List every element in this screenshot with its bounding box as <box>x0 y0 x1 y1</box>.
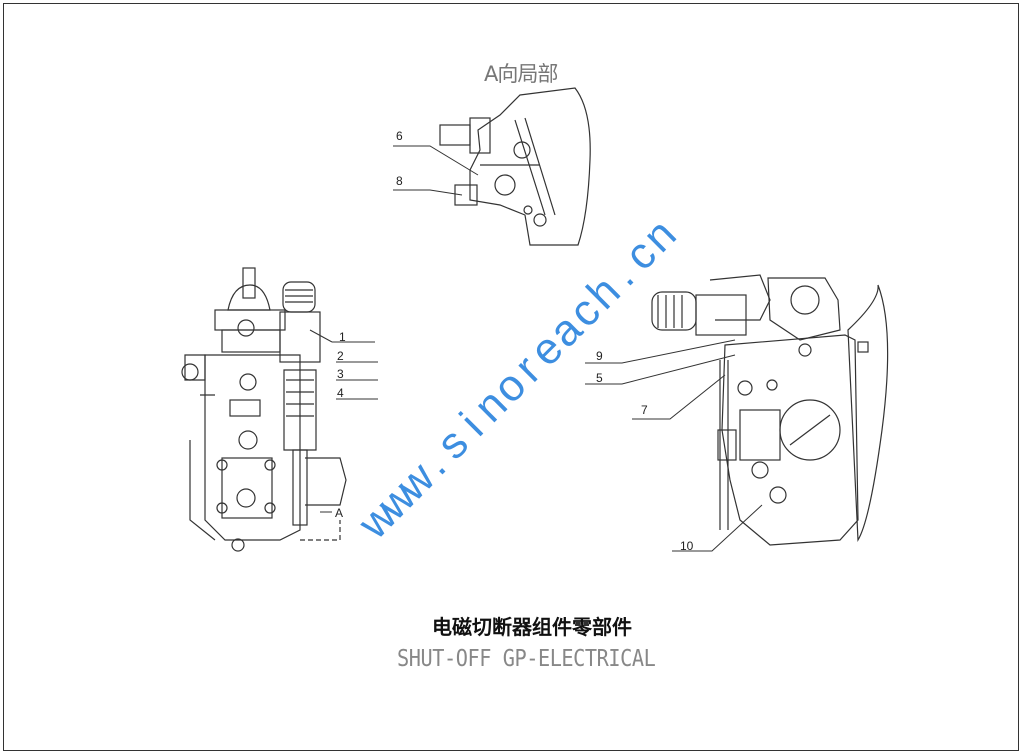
drawing-title-chinese: 电磁切断器组件零部件 <box>432 615 632 639</box>
callout-9: 9 <box>596 349 603 363</box>
view-marker-a: A <box>335 506 344 520</box>
drawing-title-english: SHUT-OFF GP-ELECTRICAL <box>397 646 656 672</box>
leader-lines <box>309 145 763 552</box>
callout-10: 10 <box>680 539 694 553</box>
callout-1: 1 <box>339 330 346 344</box>
detail-view-a <box>439 87 591 246</box>
callout-6: 6 <box>396 129 403 143</box>
callout-4: 4 <box>337 386 344 400</box>
detail-view-title: A向局部 <box>484 62 558 86</box>
callout-7: 7 <box>641 403 648 417</box>
pump-front-view <box>181 267 347 552</box>
callout-3: 3 <box>337 367 344 381</box>
callout-5: 5 <box>596 371 603 385</box>
callout-2: 2 <box>337 349 344 363</box>
callout-8: 8 <box>396 174 403 188</box>
pump-side-view <box>651 274 889 546</box>
drawing-frame <box>3 3 1019 751</box>
